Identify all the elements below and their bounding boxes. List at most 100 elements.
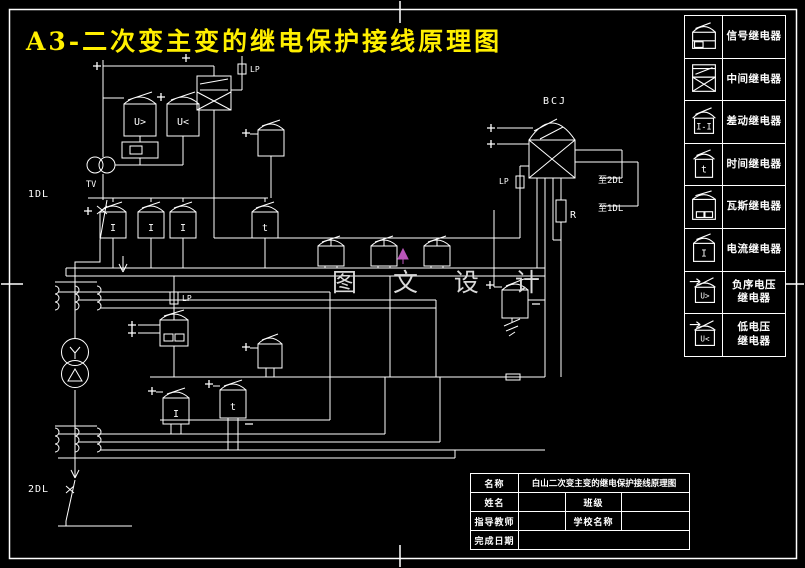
- ct-group-top: [54, 285, 102, 311]
- name-value: 白山二次变主变的继电保护接线原理图: [531, 479, 677, 489]
- label-to-2dl: 至2DL: [598, 175, 623, 186]
- legend-label-line2: 继电器: [737, 292, 771, 305]
- svg-text:U<: U<: [700, 335, 710, 344]
- legend-row-current-relay: I 电流继电器: [685, 228, 785, 272]
- date-value: [519, 531, 689, 549]
- ct-group-bottom: [54, 427, 102, 453]
- signal-relay-b: [257, 333, 283, 369]
- ground-symbol: [503, 318, 521, 337]
- label-bcj: BCJ: [543, 96, 567, 107]
- glyph-u-under: U<: [177, 117, 189, 128]
- current-relay-bottom: [162, 387, 190, 425]
- label-lp-3: LP: [182, 294, 192, 303]
- glyph-time-top: t: [262, 223, 268, 234]
- time-relay-bottom: [219, 379, 247, 419]
- title-block-row-date: 完成日期: [471, 531, 689, 549]
- legend-row-gas-relay: 瓦斯继电器: [685, 186, 785, 229]
- gas-relay-symbol: [159, 309, 189, 347]
- meter-box: [121, 141, 159, 159]
- time-relay-icon: t: [685, 143, 723, 186]
- aux-relay-symbol: [257, 119, 285, 157]
- drawing-title: A3-二次变主变的继电保护接线原理图: [26, 27, 503, 56]
- voltage-transformer-symbol: [86, 156, 116, 174]
- glyph-u-over: U>: [134, 117, 146, 128]
- overvoltage-relay-symbol: [123, 91, 157, 137]
- signal-relay-a3: [423, 235, 451, 267]
- advisor-label: 指导教师: [471, 512, 519, 530]
- signal-relay-a1: [317, 235, 345, 267]
- breaker-1dl-symbol: [96, 199, 108, 241]
- signal-relay-right: [501, 278, 529, 319]
- advisor-value: [519, 512, 566, 530]
- legend-row-low-voltage-relay: U< 低电压 继电器: [685, 314, 785, 356]
- label-breaker-2dl: 2DL: [28, 484, 49, 495]
- legend-label: 信号继电器: [726, 29, 782, 42]
- intermediate-relay-symbol: [196, 75, 232, 111]
- signal-relay-icon: [685, 16, 723, 58]
- signal-relay-a2: [370, 235, 398, 267]
- resistor-r-symbol: [555, 199, 567, 223]
- legend-label-line1: 低电压: [737, 321, 771, 334]
- current-relay-1: [99, 201, 127, 239]
- circuit-labels: 1DL 2DL TV BCJ 至2DL 至1DL R LP LP LP U> U…: [28, 65, 623, 495]
- minus-marks: [245, 303, 540, 425]
- legend-label: 瓦斯继电器: [726, 200, 782, 213]
- title-block-row-student: 姓名 班级: [471, 493, 689, 512]
- cursor-marker: [397, 247, 409, 264]
- label-to-1dl: 至1DL: [598, 203, 623, 214]
- legend-label-line1: 负序电压: [732, 278, 776, 291]
- negseq-voltage-relay-icon: U>: [685, 271, 723, 314]
- label-breaker-1dl: 1DL: [28, 189, 49, 200]
- circuit-graphics: [54, 54, 639, 527]
- gas-relay-icon: [685, 186, 723, 228]
- date-label: 完成日期: [471, 531, 519, 549]
- glyph-current-1: I: [110, 223, 116, 234]
- legend-row-signal-relay: 信号继电器: [685, 16, 785, 59]
- lp-link-symbols: [169, 63, 525, 381]
- legend-row-negseq-voltage-relay: U> 负序电压 继电器: [685, 271, 785, 315]
- undervoltage-relay-symbol: [166, 91, 200, 137]
- legend-label: 电流继电器: [726, 242, 782, 255]
- legend-label-line2: 继电器: [737, 334, 771, 347]
- class-label: 班级: [566, 493, 622, 511]
- label-resistor-r: R: [570, 210, 577, 221]
- glyph-current-bottom: I: [173, 409, 179, 420]
- label-lp-2: LP: [499, 177, 509, 186]
- intermediate-relay-icon: [685, 58, 723, 101]
- glyph-current-3: I: [180, 223, 186, 234]
- legend-table: 信号继电器 中间继电器 I-I 差动继电器 t 时间继电器: [684, 15, 786, 357]
- breaker-2dl-symbol: [65, 479, 76, 522]
- title-block-row-advisor: 指导教师 学校名称: [471, 512, 689, 531]
- svg-text:U>: U>: [700, 292, 710, 301]
- title-block: 名称 白山二次变主变的继电保护接线原理图 姓名 班级 指导教师 学校名称 完成日…: [470, 473, 690, 550]
- svg-text:t: t: [701, 164, 707, 175]
- differential-relay-icon: I-I: [685, 101, 723, 143]
- bus-arrow: [118, 263, 128, 273]
- class-value: [622, 493, 689, 511]
- legend-row-intermediate-relay: 中间继电器: [685, 58, 785, 102]
- title-block-row-name: 名称 白山二次变主变的继电保护接线原理图: [471, 474, 689, 493]
- legend-label: 时间继电器: [726, 157, 782, 170]
- name-label: 名称: [471, 474, 519, 492]
- time-relay-top: [251, 201, 279, 239]
- current-relay-icon: I: [685, 228, 723, 271]
- label-lp-1: LP: [250, 65, 260, 74]
- glyph-current-2: I: [148, 223, 154, 234]
- low-voltage-relay-icon: U<: [685, 314, 723, 356]
- svg-text:I: I: [701, 248, 707, 259]
- legend-label: 差动继电器: [726, 115, 782, 128]
- bcj-relay-symbol: [528, 118, 576, 179]
- legend-label: 中间继电器: [726, 72, 782, 85]
- label-tv: TV: [86, 180, 96, 190]
- wiring: [55, 56, 639, 527]
- current-relay-2: [137, 201, 165, 239]
- current-relay-3: [169, 201, 197, 239]
- glyph-time-bottom: t: [230, 402, 236, 413]
- student-value: [519, 493, 566, 511]
- svg-text:I-I: I-I: [696, 123, 711, 133]
- legend-row-differential-relay: I-I 差动继电器: [685, 101, 785, 144]
- feeder-arrow: [70, 462, 80, 479]
- school-label: 学校名称: [566, 512, 622, 530]
